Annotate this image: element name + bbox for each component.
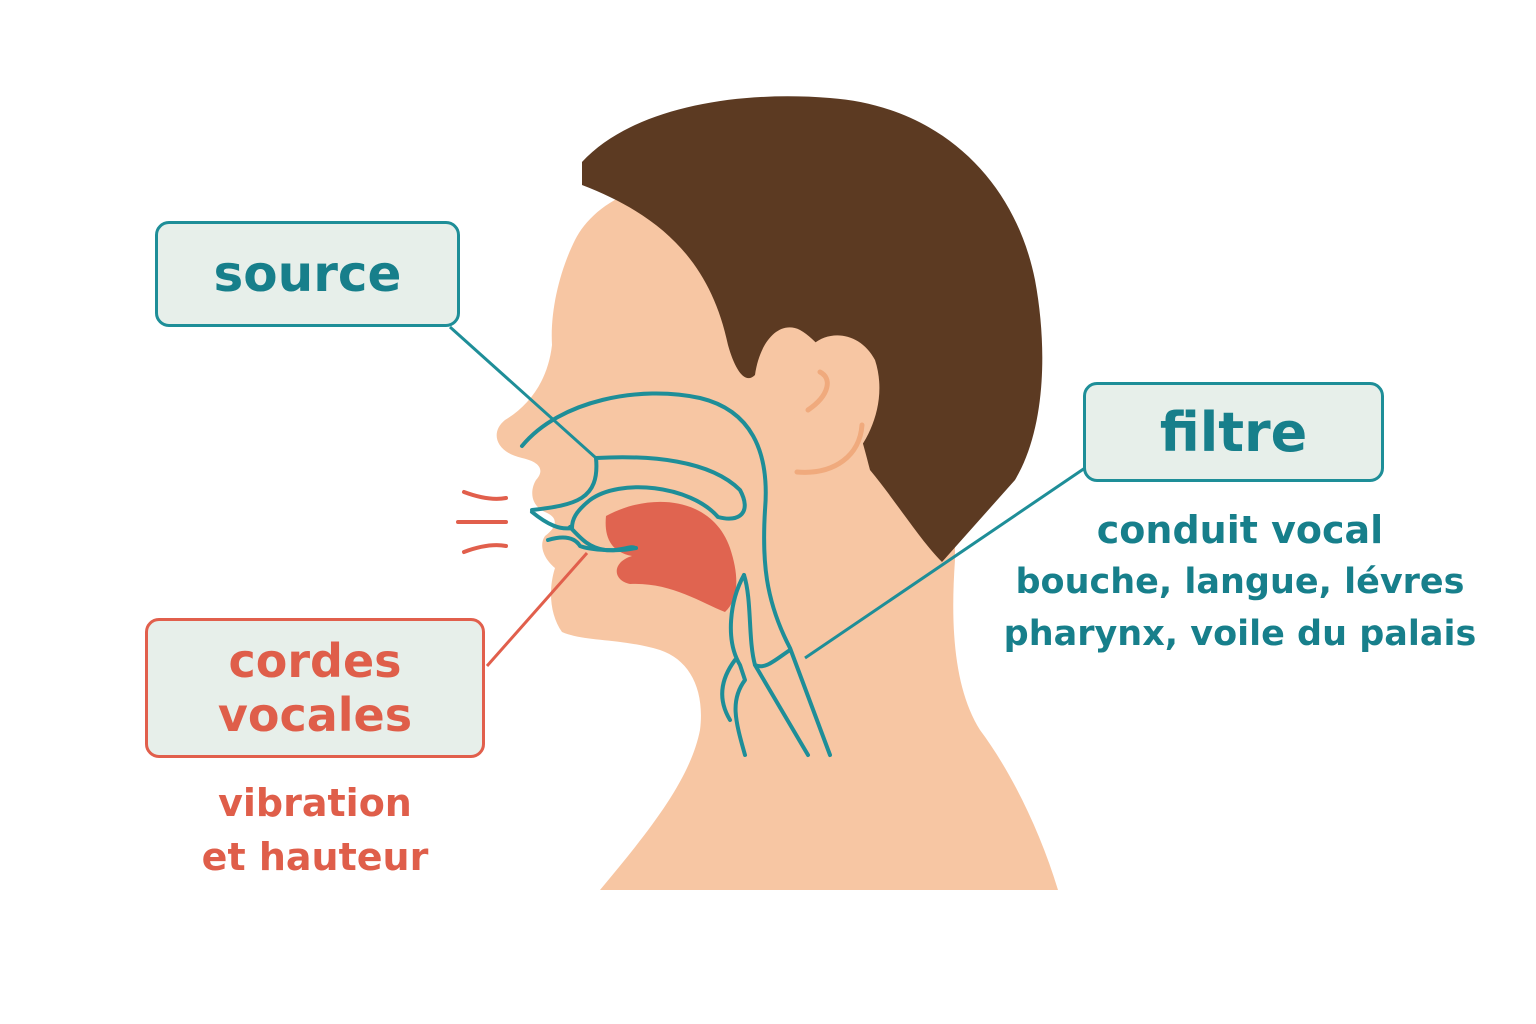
filtre-note-line: conduit vocal	[1096, 508, 1384, 552]
cordes-note-line: vibration	[218, 781, 412, 825]
filtre-note-line: bouche, langue, lévres	[1015, 562, 1465, 602]
hair	[582, 96, 1043, 563]
source-label-box: source	[155, 221, 460, 327]
filtre-label-box: filtre	[1083, 382, 1384, 482]
sound-waves-icon	[456, 490, 508, 554]
vocal-tract-outline	[520, 391, 832, 757]
filtre-note-line: pharynx, voile du palais	[1003, 614, 1477, 654]
tongue	[605, 501, 737, 612]
source-connector	[448, 325, 598, 460]
cordes-description: vibration et hauteur	[150, 776, 480, 884]
cordes-connector	[485, 552, 589, 667]
source-label: source	[213, 245, 402, 303]
cordes-label-line2: vocales	[217, 688, 413, 742]
ear-icon	[793, 335, 880, 475]
cordes-label-line1: cordes	[228, 634, 402, 688]
filtre-description: conduit vocal bouche, langue, lévres pha…	[990, 504, 1490, 660]
filtre-connector	[804, 466, 1086, 660]
cordes-note-line: et hauteur	[201, 835, 429, 879]
filtre-label: filtre	[1159, 400, 1308, 464]
cordes-vocales-label-box: cordes vocales	[145, 618, 485, 758]
